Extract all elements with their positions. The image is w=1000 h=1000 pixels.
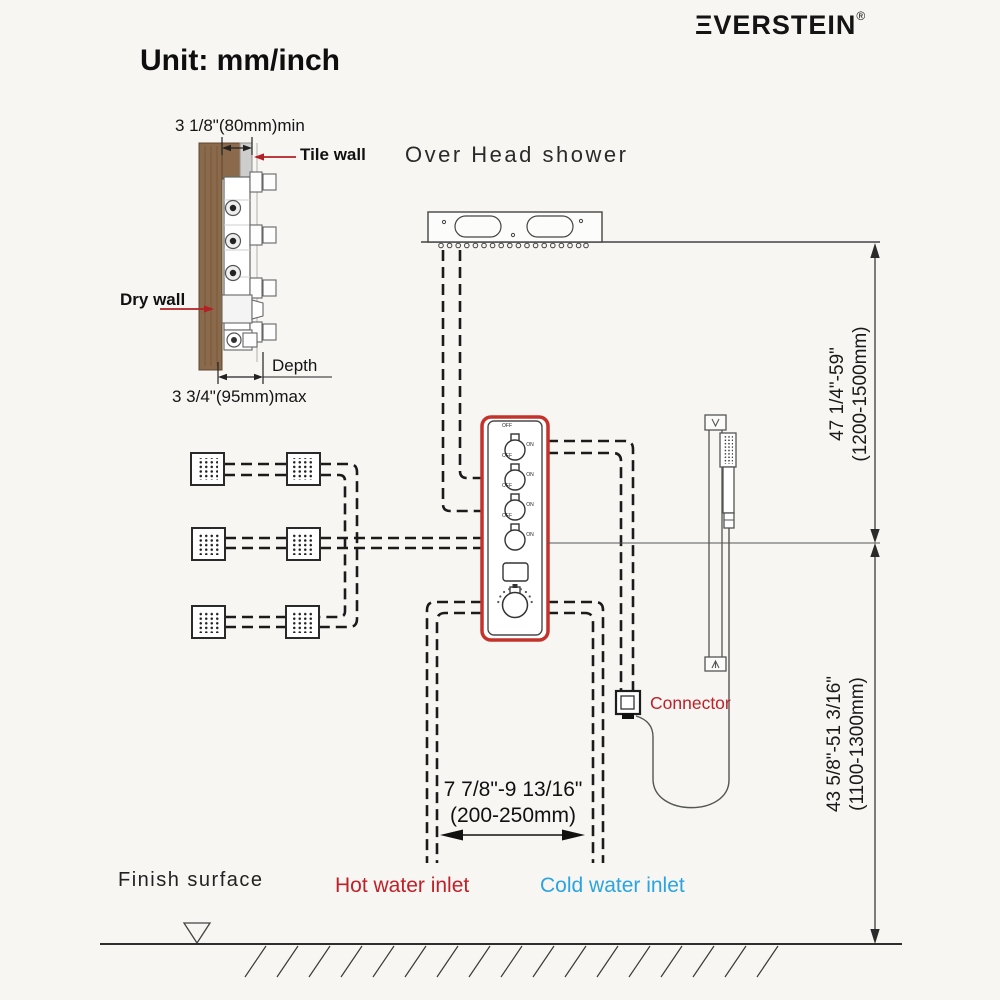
finish-surface-label: Finish surface bbox=[118, 869, 264, 891]
valve-display-window bbox=[502, 562, 529, 582]
pipe-connector-outer bbox=[547, 439, 635, 690]
knob2-off-label: OFF bbox=[502, 453, 512, 459]
shower-hose bbox=[635, 528, 730, 809]
knob1-on-label: ON bbox=[526, 442, 534, 448]
cold-water-inlet-label: Cold water inlet bbox=[540, 874, 685, 897]
embedded-valve-body bbox=[221, 171, 277, 351]
ceiling-to-valve-dimension: 47 1/4"-59" (1200-1500mm) bbox=[826, 326, 872, 461]
knob1-off-label: OFF bbox=[502, 423, 512, 429]
knob3-off-label: OFF bbox=[502, 483, 512, 489]
wall-top-dimension-label: 3 1/8"(80mm)min bbox=[175, 116, 305, 135]
wall-cross-section bbox=[160, 137, 332, 384]
body-jet bbox=[191, 605, 226, 639]
brand-logo: ΞVERSTEIN® bbox=[695, 9, 867, 41]
valve-section-knobs bbox=[224, 199, 242, 282]
pipe-overhead-a bbox=[441, 250, 482, 513]
dry-wall-stud bbox=[198, 142, 223, 371]
body-jet bbox=[286, 452, 321, 486]
body-jet bbox=[285, 605, 320, 639]
body-jet bbox=[286, 527, 321, 561]
dry-wall-label: Dry wall bbox=[120, 290, 186, 309]
knob2-on-label: ON bbox=[526, 472, 534, 478]
shower-nozzles bbox=[438, 242, 589, 249]
finish-surface-marker bbox=[182, 922, 212, 945]
brand-registered-mark: ® bbox=[856, 9, 867, 23]
pipework bbox=[224, 250, 635, 863]
pipe-hot-outer bbox=[425, 600, 482, 863]
pipe-hot-inner bbox=[435, 611, 482, 863]
ground bbox=[100, 922, 902, 978]
ceiling-to-valve-inches: 47 1/4"-59" bbox=[827, 347, 848, 441]
inlet-spacing-dimension bbox=[440, 829, 585, 841]
tile-wall-arrow bbox=[254, 153, 296, 161]
hand-shower-wand bbox=[719, 432, 737, 529]
hot-water-inlet-label: Hot water inlet bbox=[335, 874, 470, 897]
pipe-jet-row1 bbox=[224, 462, 287, 477]
slide-bar-top-bracket bbox=[704, 414, 727, 431]
pipe-connector-inner bbox=[547, 451, 623, 690]
pipe-jet-bus-outer bbox=[320, 462, 359, 629]
overhead-shower-label: Over Head shower bbox=[405, 142, 629, 167]
knob4-on-label: ON bbox=[526, 532, 534, 538]
inlet-spacing-inches: 7 7/8"-9 13/16" bbox=[443, 778, 583, 801]
temperature-knob bbox=[497, 584, 533, 619]
brand-text: ΞVERSTEIN bbox=[695, 10, 857, 40]
pipe-jet-row3 bbox=[225, 615, 286, 629]
knob3-on-label: ON bbox=[526, 502, 534, 508]
knob4-off-label: OFF bbox=[502, 513, 512, 519]
valve-to-floor-mm: (1100-1300mm) bbox=[847, 677, 868, 811]
connector-label: Connector bbox=[650, 693, 731, 713]
body-jet bbox=[190, 452, 225, 486]
ceiling-to-valve-mm: (1200-1500mm) bbox=[850, 326, 871, 462]
valve-knobs bbox=[504, 433, 526, 551]
wall-bottom-dimension bbox=[217, 352, 332, 384]
tile-wall-label: Tile wall bbox=[300, 145, 366, 164]
body-jets bbox=[190, 452, 321, 639]
dry-wall-arrow bbox=[160, 305, 214, 313]
valve-panel bbox=[480, 415, 550, 642]
inlet-spacing-mm: (200-250mm) bbox=[449, 804, 577, 827]
pipe-jet-row2 bbox=[225, 536, 482, 550]
overhead-shower bbox=[421, 211, 880, 249]
pipe-jet-bus-inner bbox=[320, 473, 347, 619]
vertical-dimensions bbox=[870, 243, 880, 944]
wall-bottom-dimension-label: 3 3/4"(95mm)max bbox=[172, 387, 307, 406]
valve-to-floor-inches: 43 5/8"-51 3/16" bbox=[824, 675, 845, 813]
valve-to-floor-dimension: 43 5/8"-51 3/16" (1100-1300mm) bbox=[823, 676, 869, 812]
pipe-cold-outer bbox=[547, 600, 605, 863]
pipe-cold-inner bbox=[547, 611, 595, 863]
pipe-overhead-b bbox=[458, 250, 482, 480]
ground-hatching bbox=[244, 945, 779, 978]
unit-label: Unit: mm/inch bbox=[140, 44, 340, 77]
depth-label: Depth bbox=[272, 356, 318, 375]
hand-shower bbox=[614, 414, 737, 809]
wall-top-dimension bbox=[221, 137, 253, 155]
body-jet bbox=[191, 527, 226, 561]
hose-connector bbox=[614, 689, 642, 719]
